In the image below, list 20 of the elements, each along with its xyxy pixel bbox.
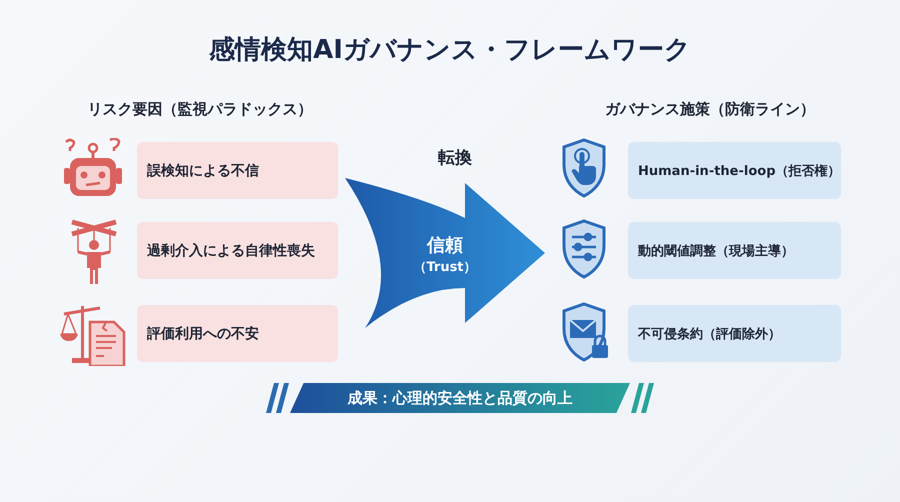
item-card (628, 305, 841, 362)
column-heading: ガバナンス施策（防衛ライン） (604, 100, 816, 119)
arrow-caption: 転換 (437, 147, 473, 169)
item-card (628, 142, 841, 199)
item-card (628, 222, 841, 279)
item-card (137, 142, 338, 199)
outcome-banner (290, 383, 630, 413)
column-heading: リスク要因（監視パラドックス） (86, 100, 314, 119)
item-card (137, 305, 338, 362)
item-text: 誤検知による不信 (147, 162, 259, 180)
title: 感情検知AIガバナンス・フレームワーク (208, 34, 692, 67)
item-text: 不可侵条約（評価除外） (638, 326, 781, 342)
outcome-text: 成果：心理的安全性と品質の向上 (348, 388, 572, 408)
arrow-subtext: （Trust） (412, 259, 478, 276)
item-text: 動的閾値調整（現場主導） (638, 242, 794, 260)
arrow-text: 信頼 (426, 234, 464, 257)
item-text: 過剰介入による自律性喪失 (147, 242, 315, 260)
item-text: 評価利用への不安 (147, 324, 259, 342)
item-text: Human-in-the-loop（拒否権） (638, 162, 841, 180)
item-card (137, 222, 338, 279)
